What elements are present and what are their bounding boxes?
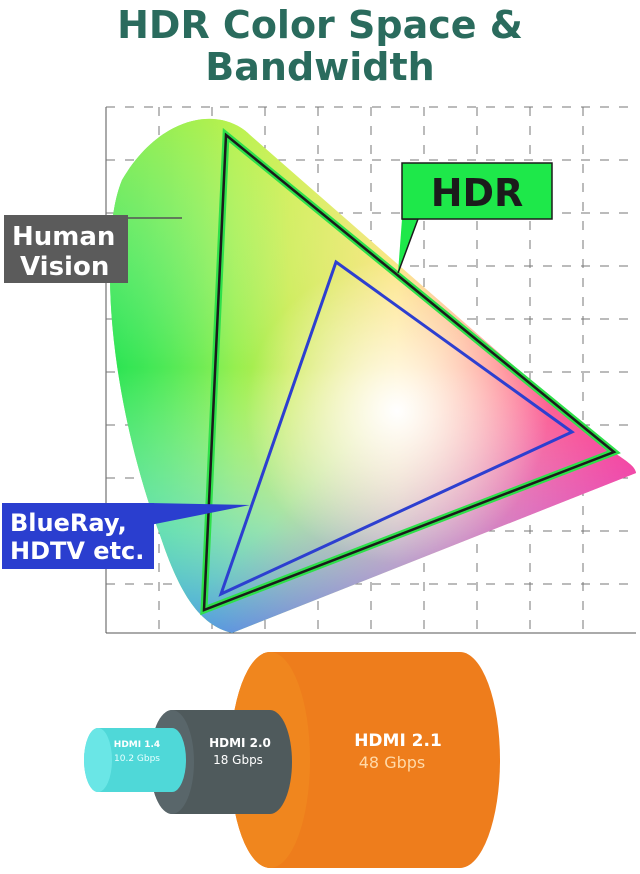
page-title: HDR Color Space & Bandwidth	[0, 4, 640, 88]
bluray-text-2: HDTV etc.	[10, 537, 144, 565]
hdmi-2-0-name: HDMI 2.0	[209, 736, 271, 750]
bluray-label: BlueRay, HDTV etc.	[2, 503, 250, 569]
hdmi-1-4-name: HDMI 1.4	[114, 740, 160, 750]
hdmi-1-4-cylinder: HDMI 1.4 10.2 Gbps	[84, 728, 186, 792]
hdmi-2-1-speed: 48 Gbps	[359, 753, 426, 772]
human-vision-label: Human Vision	[4, 215, 182, 283]
hdmi-2-1-name: HDMI 2.1	[354, 731, 442, 751]
hdmi-1-4-speed: 10.2 Gbps	[114, 754, 160, 764]
hdmi-2-0-speed: 18 Gbps	[213, 753, 263, 767]
human-vision-text-1: Human	[12, 222, 115, 252]
human-vision-text-2: Vision	[20, 252, 109, 282]
human-vision-gamut	[110, 118, 636, 633]
hdr-label-text: HDR	[431, 171, 524, 215]
hdmi-bandwidth-diagram: HDMI 2.1 48 Gbps HDMI 2.0 18 Gbps HDMI 1…	[84, 652, 500, 868]
bluray-text-1: BlueRay,	[10, 509, 127, 537]
color-gamut-diagram: Human Vision HDR BlueRay, HDTV etc.	[2, 106, 636, 634]
hdr-label: HDR	[397, 162, 553, 274]
bluray-gamut-triangle	[218, 259, 575, 597]
title-line-1: HDR Color Space &	[117, 3, 523, 47]
title-line-2: Bandwidth	[205, 45, 435, 89]
